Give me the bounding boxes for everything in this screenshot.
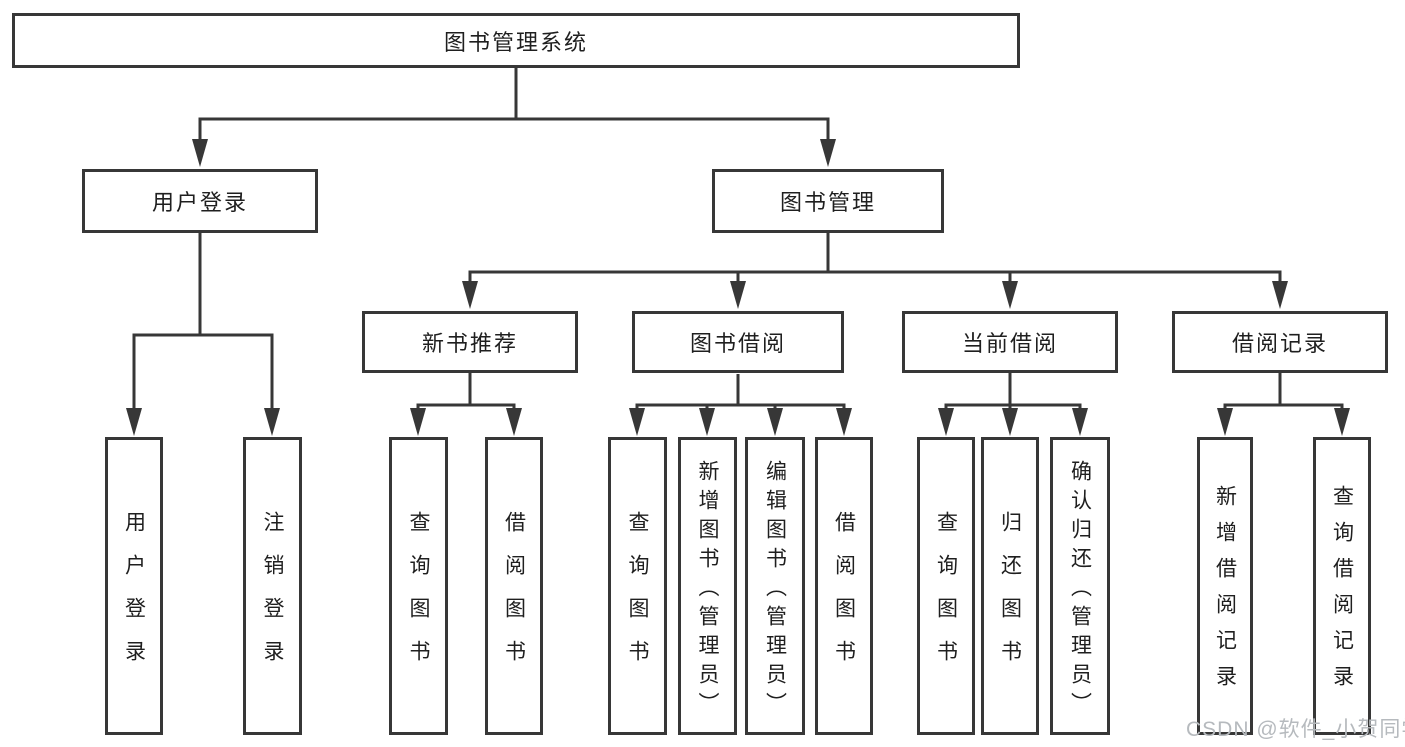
leaf-current-return-label: 归还图书: [998, 511, 1022, 683]
arrow-new-books: [462, 281, 478, 309]
leaf-borrow-query-label: 查询图书: [626, 511, 649, 683]
node-new-books-label: 新书推荐: [421, 331, 518, 356]
leaf-user-login: 用户登录: [105, 437, 163, 735]
arrow-leaf-login: [126, 408, 142, 436]
arrow-leaf-cb-query: [938, 408, 954, 436]
node-user-login-label: 用户登录: [151, 190, 248, 215]
node-borrow-records-label: 借阅记录: [1231, 331, 1328, 356]
arrow-leaf-bb-borrow: [836, 408, 852, 436]
csdn-watermark: CSDN @软件_小贺同学: [1186, 718, 1405, 741]
leaf-borrow-borrow-label: 借阅图书: [832, 511, 856, 683]
leaf-records-add-label: 新增借阅记录: [1213, 485, 1237, 701]
arrow-current-borrow: [1002, 281, 1018, 309]
leaf-user-login-label: 用户登录: [122, 511, 146, 683]
book-borrow-group-connector: [635, 403, 846, 420]
leaf-current-query-label: 查询图书: [934, 511, 958, 683]
leaf-newbooks-query: 查询图书: [389, 437, 448, 735]
arrow-leaf-bb-add: [699, 408, 715, 436]
leaf-records-add: 新增借阅记录: [1197, 437, 1253, 735]
node-book-borrow-label: 图书借阅: [689, 331, 786, 356]
leaf-newbooks-borrow: 借阅图书: [485, 437, 543, 735]
arrow-leaf-bb-edit: [767, 408, 783, 436]
leaf-borrow-query: 查询图书: [608, 437, 667, 735]
arrow-leaf-bb-query: [629, 408, 645, 436]
node-current-borrow: 当前借阅: [902, 311, 1118, 373]
leaf-current-confirm-label: 确认归还（管理员）: [1068, 459, 1092, 721]
arrow-book-mgmt: [820, 139, 836, 167]
node-current-borrow-label: 当前借阅: [961, 331, 1058, 356]
leaf-borrow-add-label: 新增图书（管理员）: [696, 459, 719, 721]
leaf-records-query: 查询借阅记录: [1313, 437, 1371, 735]
node-root-label: 图书管理系统: [443, 29, 588, 55]
leaf-newbooks-query-label: 查询图书: [407, 511, 430, 683]
leaf-current-confirm: 确认归还（管理员）: [1050, 437, 1110, 735]
leaf-borrow-add: 新增图书（管理员）: [678, 437, 737, 735]
new-books-group-connector: [416, 403, 516, 420]
leaf-current-query: 查询图书: [917, 437, 975, 735]
node-root: 图书管理系统: [12, 13, 1020, 68]
node-book-mgmt: 图书管理: [712, 169, 944, 233]
level3-connector: [468, 270, 1282, 292]
arrow-leaf-cb-confirm: [1072, 408, 1088, 436]
node-user-login: 用户登录: [82, 169, 318, 233]
arrow-leaf-br-query: [1334, 408, 1350, 436]
arrow-leaf-cb-return: [1002, 408, 1018, 436]
leaf-borrow-edit: 编辑图书（管理员）: [745, 437, 805, 735]
leaf-current-return: 归还图书: [981, 437, 1039, 735]
arrow-leaf-nb-query: [410, 408, 426, 436]
leaf-borrow-borrow: 借阅图书: [815, 437, 873, 735]
borrow-records-group-connector: [1223, 403, 1344, 420]
leaf-logout-label: 注销登录: [261, 511, 284, 683]
arrow-book-borrow: [730, 281, 746, 309]
arrow-leaf-nb-borrow: [506, 408, 522, 436]
arrowheads: [126, 139, 1350, 436]
node-book-borrow: 图书借阅: [632, 311, 844, 373]
arrow-borrow-records: [1272, 281, 1288, 309]
leaf-logout: 注销登录: [243, 437, 302, 735]
arrow-user-login: [192, 139, 208, 167]
node-new-books: 新书推荐: [362, 311, 578, 373]
leaf-records-query-label: 查询借阅记录: [1330, 485, 1354, 701]
level2-connector: [198, 117, 830, 150]
arrow-leaf-logout: [264, 408, 280, 436]
leaf-newbooks-borrow-label: 借阅图书: [502, 511, 526, 683]
arrow-leaf-br-add: [1217, 408, 1233, 436]
node-borrow-records: 借阅记录: [1172, 311, 1388, 373]
node-book-mgmt-label: 图书管理: [779, 190, 876, 215]
leaf-borrow-edit-label: 编辑图书（管理员）: [763, 459, 787, 721]
user-login-group-connector: [132, 333, 274, 420]
